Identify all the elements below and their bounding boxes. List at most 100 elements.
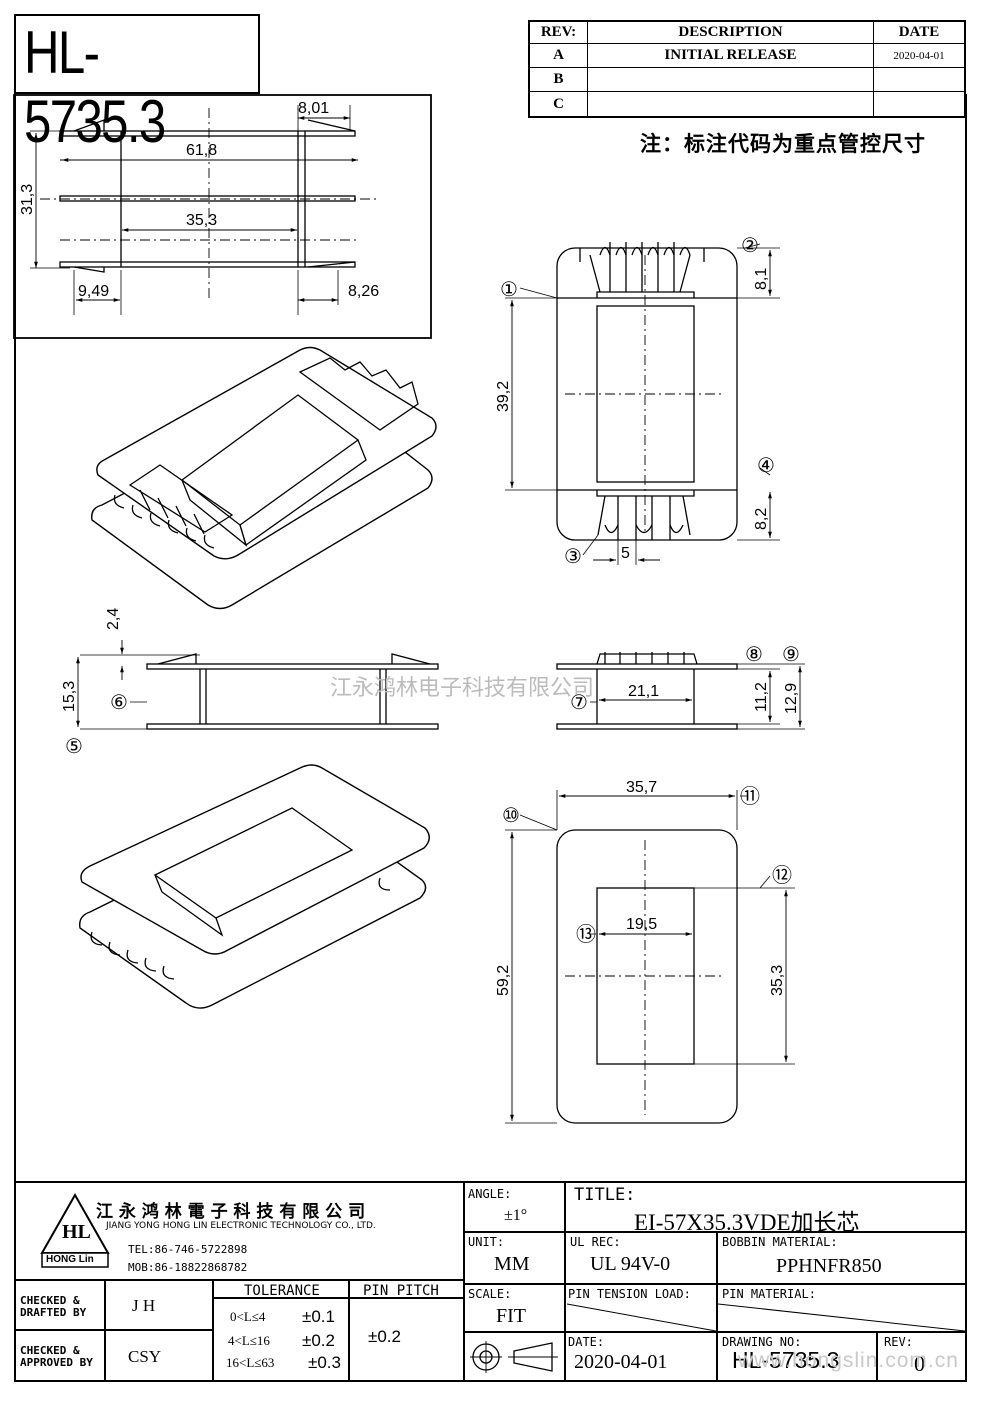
technical-drawing: 8,01 61,8 35,3 31,3 9,49 8,26 8,1 39,2 8… [13, 94, 805, 1124]
dim-8-01: 8,01 [298, 100, 329, 117]
iso2-window [153, 807, 354, 919]
callout-3: ③ [564, 546, 582, 568]
dim-35-3-bottom: 35,3 [769, 965, 786, 996]
rev-row-c-description [588, 92, 874, 116]
bobbin-material-label: BOBBIN MATERIAL: [722, 1235, 838, 1249]
rev-row-a: A [530, 44, 588, 68]
checked-drafted-label: CHECKED & DRAFTED BY [20, 1294, 87, 1319]
iso2-top-plate [80, 764, 430, 955]
rev-value: 0 [914, 1351, 925, 1376]
tolerance-range-3: 16<L≤63 [226, 1355, 275, 1370]
company-mob: MOB:86-18822868782 [128, 1261, 248, 1274]
drawing-no-label: DRAWING NO: [722, 1335, 802, 1349]
tolerance-value-2: ±0.2 [302, 1331, 335, 1350]
pin-pitch-label: PIN PITCH [363, 1283, 439, 1299]
title-label: TITLE: [574, 1185, 636, 1205]
checked-drafted-value: J H [132, 1296, 156, 1315]
checked-approved-value: CSY [128, 1347, 162, 1366]
angle-value: ±1° [504, 1207, 528, 1224]
tolerance-label: TOLERANCE [244, 1283, 320, 1299]
dim-9-49: 9,49 [78, 283, 109, 300]
unit-value: MM [494, 1253, 530, 1275]
date-header: DATE [874, 22, 964, 44]
callout-6: ⑥ [110, 692, 128, 714]
end-view-top-flange [556, 663, 738, 670]
checked-approved-label: CHECKED & APPROVED BY [20, 1344, 93, 1369]
dim-12-9: 12,9 [783, 683, 800, 714]
bobbin-material-value: PPHNFR850 [776, 1255, 882, 1277]
title-value: EI-57X35.3VDE加长芯 [634, 1210, 860, 1235]
projection-symbol [470, 1341, 558, 1373]
dim-11-2: 11,2 [753, 682, 770, 712]
part-number-box: HL-5735.3 [14, 14, 260, 155]
pin-material-label: PIN MATERIAL: [722, 1287, 816, 1301]
callout-12: ⑫ [772, 864, 792, 887]
side-view-top-flange [146, 663, 439, 670]
callout-9: ⑨ [782, 644, 800, 666]
bottom-view-outline [556, 829, 738, 1124]
pin-tension-diagonal [566, 1284, 717, 1332]
title-block: HL HONG Lin 江 永 鸿 林 電 子 科 技 有 限 公 司 JIAN… [14, 1181, 967, 1382]
dim-61-8: 61,8 [186, 142, 217, 159]
scale-label: SCALE: [468, 1287, 512, 1301]
company-name-cn: 江 永 鸿 林 電 子 科 技 有 限 公 司 [96, 1202, 366, 1222]
rev-row-b-date [874, 68, 964, 92]
company-name-en: JIANG YONG HONG LIN ELECTRONIC TECHNOLOG… [106, 1221, 376, 1231]
iso2-bottom-plate [79, 804, 427, 1009]
dim-31-3: 31,3 [19, 184, 36, 215]
control-note: 注：标注代码为重点管控尺寸 [640, 132, 926, 156]
description-header: DESCRIPTION [588, 22, 874, 44]
dim-8-1: 8,1 [753, 268, 770, 290]
callout-7: ⑦ [570, 692, 588, 714]
side-view-bottom-flange [146, 723, 439, 730]
dim-8-26: 8,26 [348, 283, 379, 300]
dim-15-3: 15,3 [61, 681, 78, 712]
tolerance-range-2: 4<L≤16 [228, 1333, 270, 1348]
logo-text: HL [62, 1221, 91, 1243]
dim-39-2: 39,2 [495, 381, 512, 412]
drawing-no-value: HL-5735.3 [732, 1347, 840, 1373]
callout-1: ① [500, 279, 518, 301]
callout-5: ⑤ [65, 736, 83, 758]
callout-10: ⑩ [502, 805, 520, 827]
callout-11: ⑪ [740, 785, 760, 808]
rev-header: REV: [530, 22, 588, 44]
callout-8: ⑧ [745, 644, 763, 666]
dim-2-4: 2,4 [105, 608, 122, 630]
top-view-outline [556, 247, 738, 541]
pin-material-diagonal [717, 1284, 966, 1332]
dim-35-3-top: 35,3 [186, 212, 217, 229]
end-view-bottom-flange [556, 723, 738, 730]
company-logo [40, 1192, 110, 1268]
pin-pitch-value: ±0.2 [368, 1327, 401, 1346]
tolerance-range-1: 0<L≤4 [230, 1309, 266, 1324]
dim-59-2: 59,2 [495, 965, 512, 996]
dim-35-7: 35,7 [626, 779, 657, 796]
rev-row-c: C [530, 92, 588, 116]
company-tel: TEL:86-746-5722898 [128, 1243, 248, 1256]
rev-row-b-description [588, 68, 874, 92]
drawing-frame [14, 94, 967, 1182]
callout-13: ⑬ [576, 923, 596, 946]
url-watermark: www.hongslin.com.cn [738, 1349, 959, 1372]
ul-rec-label: UL REC: [570, 1235, 621, 1249]
rev-row-a-description: INITIAL RELEASE [588, 44, 874, 68]
callout-4: ④ [757, 455, 775, 477]
company-watermark: 江永鸿林电子科技有限公司 [330, 676, 595, 701]
revision-table: REV: DESCRIPTION DATE A INITIAL RELEASE … [528, 20, 966, 118]
rev-row-b: B [530, 68, 588, 92]
dim-21-1: 21,1 [628, 683, 659, 700]
dim-19-5: 19,5 [626, 916, 657, 933]
date-value: 2020-04-01 [574, 1351, 668, 1373]
bottom-flange [59, 261, 356, 268]
tolerance-value-1: ±0.1 [302, 1307, 335, 1326]
middle-flange [59, 195, 356, 202]
date-label: DATE: [568, 1335, 605, 1349]
part-number: HL-5735.3 [24, 19, 166, 155]
logo-sub: HONG Lin [46, 1254, 94, 1265]
iso-top-plate [96, 346, 437, 560]
rev-row-a-date: 2020-04-01 [874, 44, 964, 68]
iso-bottom-plate [91, 391, 433, 610]
dim-5: 5 [621, 545, 630, 562]
dim-8-2: 8,2 [753, 508, 770, 530]
